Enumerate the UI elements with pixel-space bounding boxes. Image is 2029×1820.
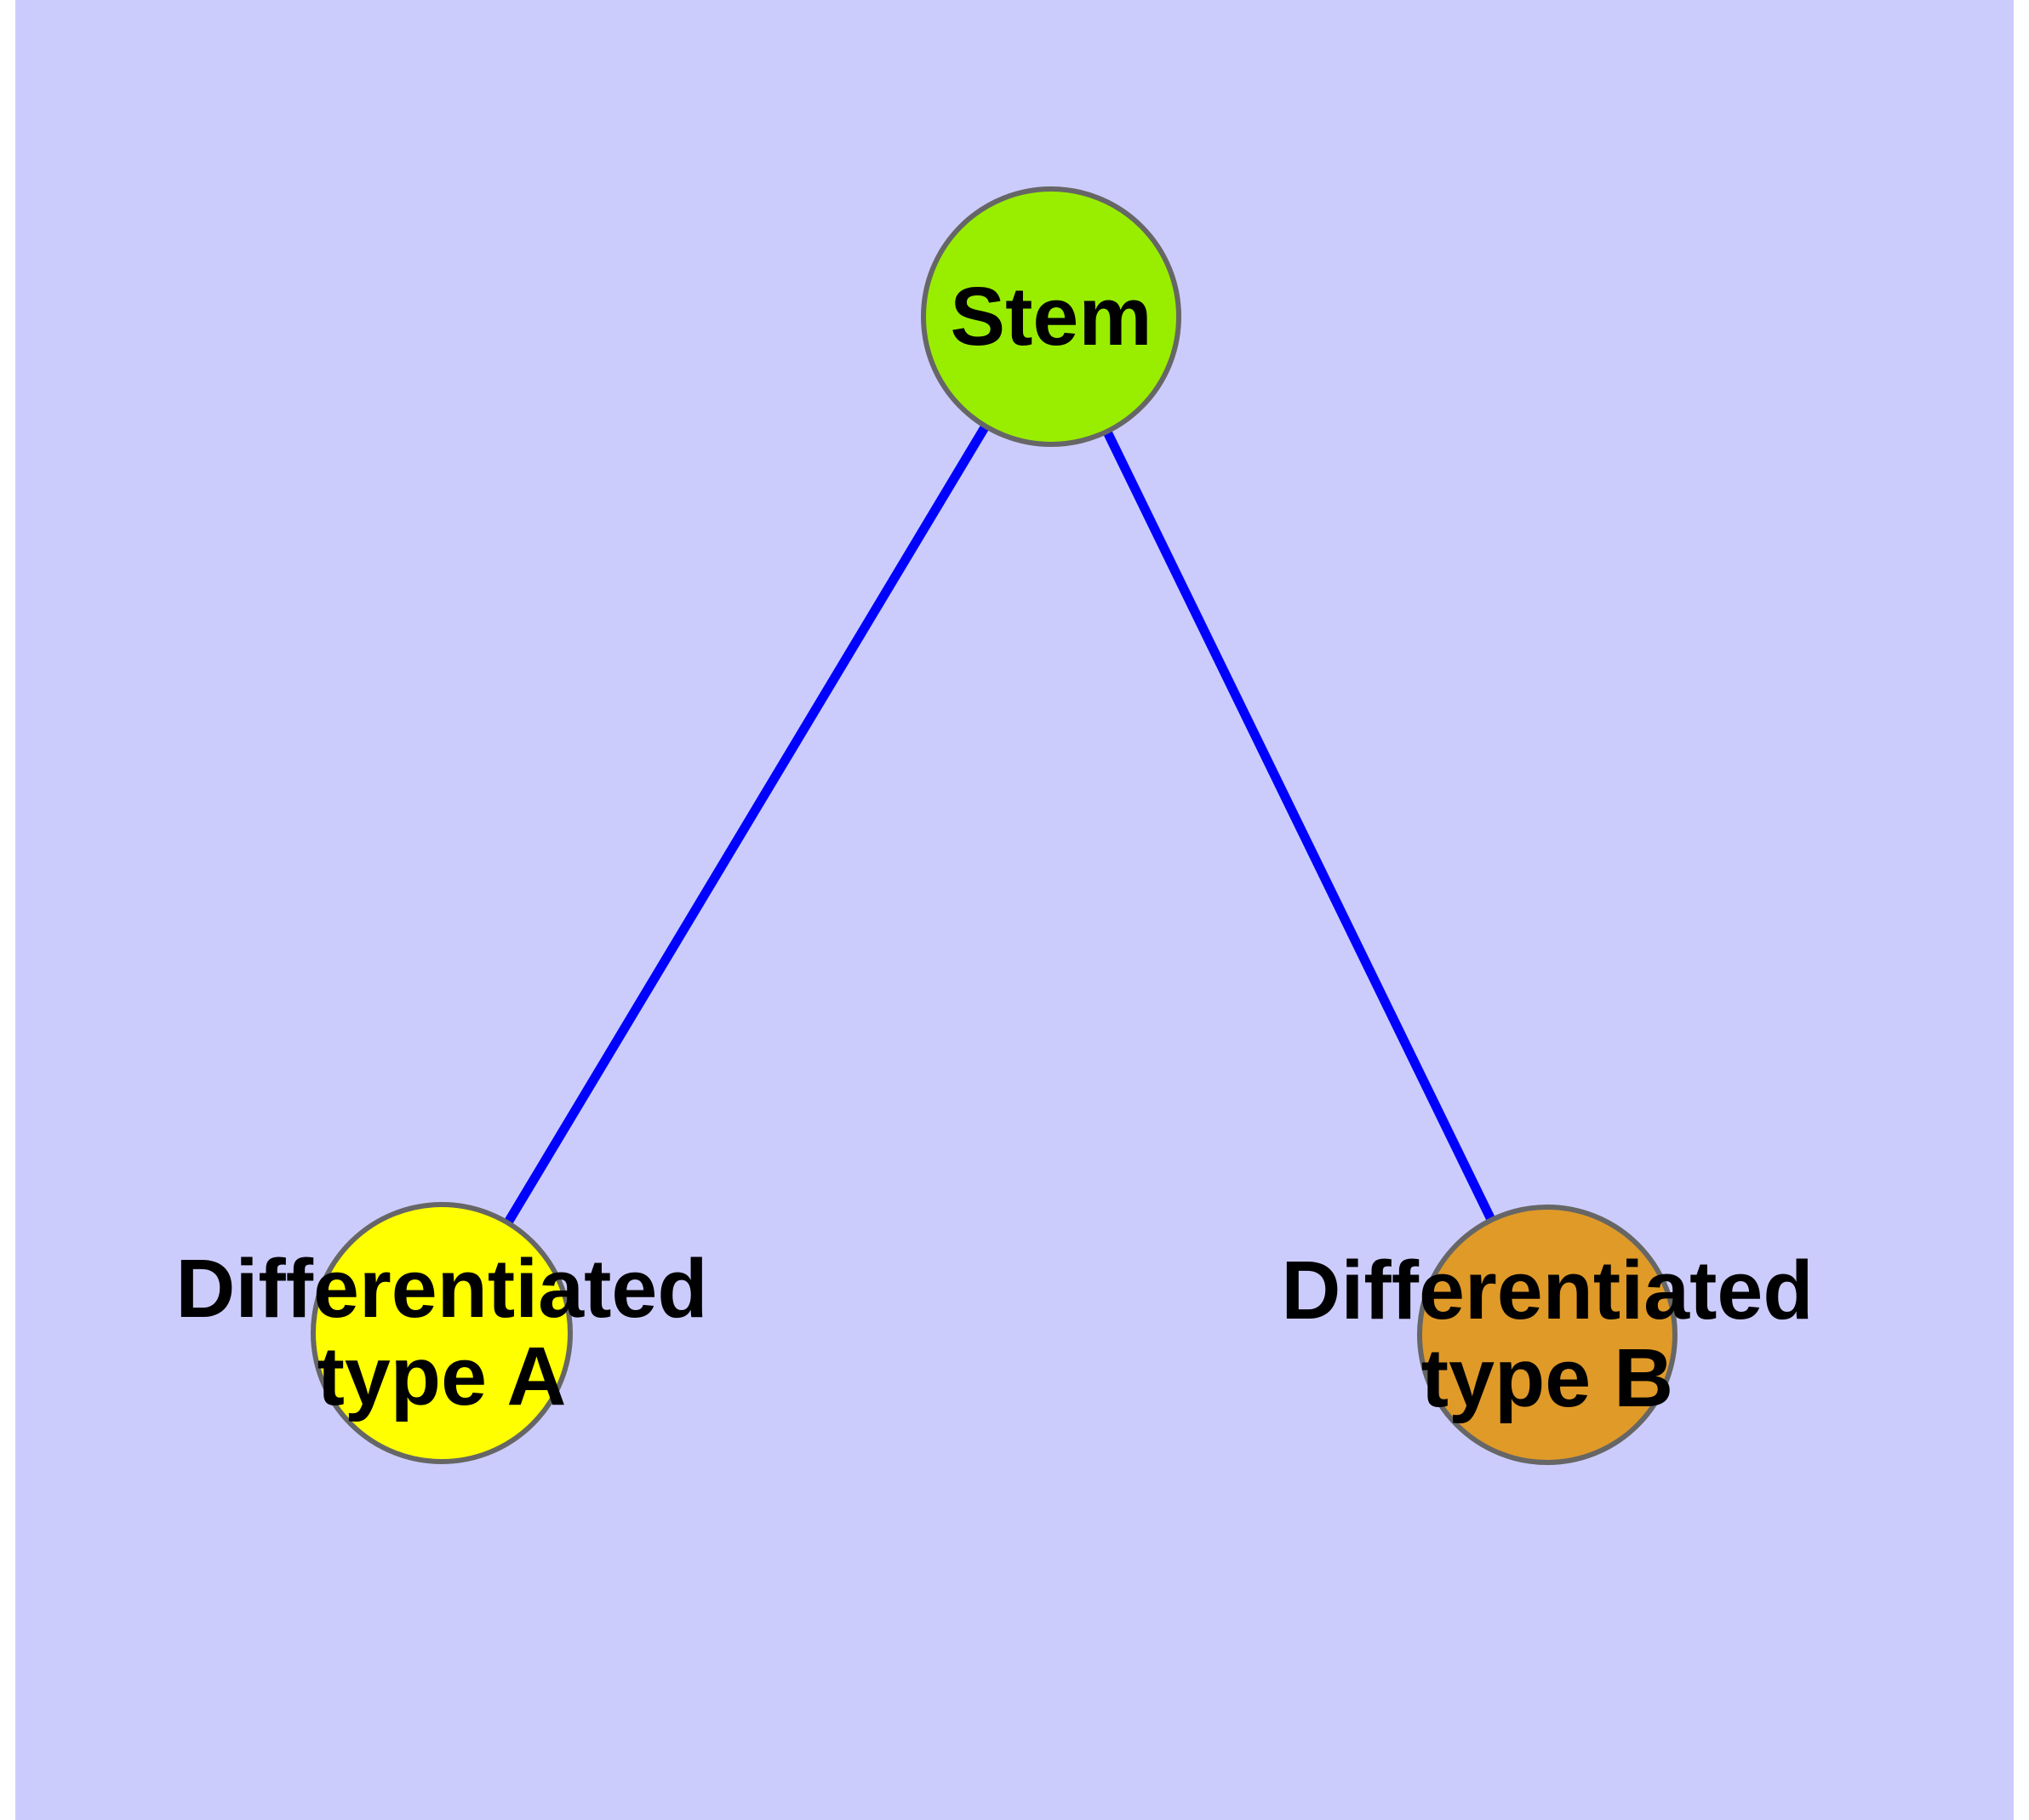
graph-node-diff-a[interactable] [311, 1202, 573, 1464]
graph-node-diff-b[interactable] [1417, 1205, 1677, 1465]
edge-layer [437, 314, 1552, 1337]
graph-edge-stem-to-b[interactable] [1047, 314, 1552, 1337]
graph-edge-stem-to-a[interactable] [437, 314, 1055, 1336]
graph-node-stem[interactable] [921, 186, 1181, 447]
node-layer [311, 186, 1677, 1465]
